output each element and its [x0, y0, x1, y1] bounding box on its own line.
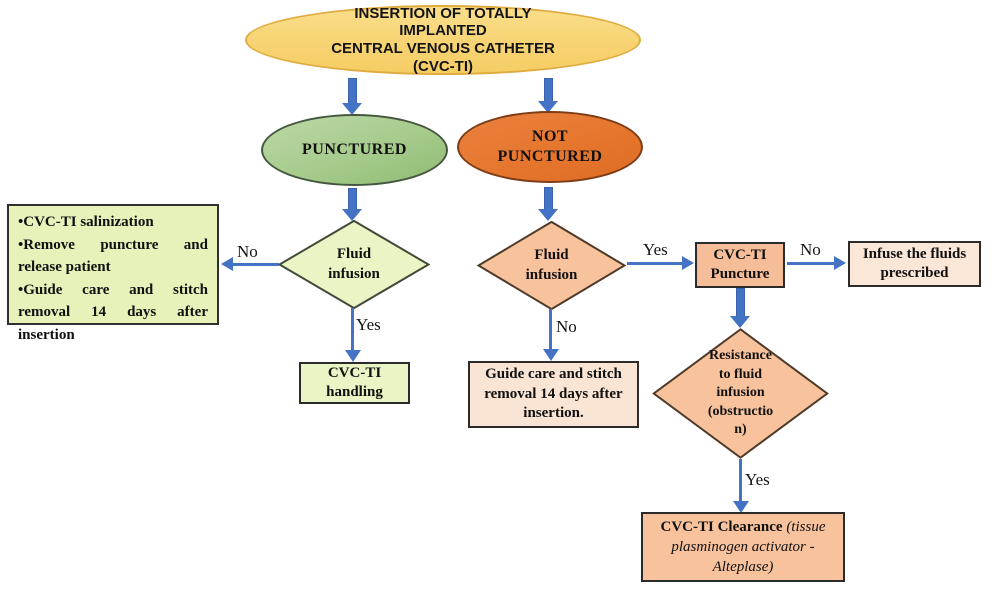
arrow-puncture-to-infuse — [787, 262, 836, 265]
edge-label-yes-resistance: Yes — [745, 470, 770, 489]
node-resistance: Resistance to fluid infusion (obstructio… — [652, 328, 829, 459]
node-infuse-fluids: Infuse the fluids prescribed — [848, 241, 981, 287]
diamond-shape — [278, 220, 430, 309]
handling-label: CVC-TI handling — [326, 364, 383, 401]
arrow-fluidleft-to-care — [232, 263, 279, 266]
node-title-ellipse: INSERTION OF TOTALLY IMPLANTED CENTRAL V… — [245, 5, 641, 75]
arrow-title-to-punctured — [349, 79, 356, 103]
arrowhead-notpunctured-to-fluid — [538, 209, 558, 221]
arrow-puncture-to-resistance — [737, 289, 744, 316]
edge-label-no-left: No — [237, 242, 258, 261]
not-punctured-label: NOT PUNCTURED — [497, 128, 603, 165]
title-text: INSERTION OF TOTALLY IMPLANTED CENTRAL V… — [331, 4, 555, 75]
arrowhead-fluidleft-to-care — [221, 257, 233, 271]
fluid-infusion-left-label: Fluid infusion — [328, 246, 380, 282]
node-not-punctured: NOT PUNCTURED — [457, 111, 643, 183]
edge-label-yes-left: Yes — [356, 315, 381, 334]
edge-label-no-right: No — [556, 317, 577, 336]
arrowhead-title-to-notpunctured — [538, 101, 558, 113]
node-punctured: PUNCTURED — [261, 114, 448, 186]
care-item: •Guide care and stitch removal 14 days a… — [18, 281, 208, 343]
clearance-bold-text: CVC-TI Clearance — [660, 518, 787, 535]
arrow-resistance-to-clearance — [739, 459, 742, 501]
node-cvcti-puncture: CVC-TI Puncture — [695, 242, 785, 288]
guide-care-label: Guide care and stitch removal 14 days af… — [484, 366, 623, 422]
arrowhead-fluidright-to-puncture — [682, 256, 694, 270]
arrowhead-title-to-punctured — [342, 103, 362, 115]
punctured-label: PUNCTURED — [302, 141, 407, 158]
arrow-notpunctured-to-fluid — [545, 188, 552, 209]
arrowhead-fluidright-to-guide — [543, 349, 559, 361]
arrow-punctured-to-fluid — [349, 189, 356, 209]
edge-label-no-puncture: No — [800, 240, 821, 259]
arrow-title-to-notpunctured — [545, 79, 552, 101]
infuse-label: Infuse the fluids prescribed — [862, 245, 967, 282]
resistance-label: Resistance to fluid infusion (obstructio… — [707, 348, 774, 438]
puncture-label: CVC-TI Puncture — [710, 246, 770, 283]
node-guide-care: Guide care and stitch removal 14 days af… — [468, 361, 639, 428]
fluid-infusion-right-label: Fluid infusion — [525, 247, 578, 283]
arrowhead-fluidleft-to-handling — [345, 350, 361, 362]
care-item: •CVC-TI salinization — [18, 214, 154, 230]
arrowhead-resistance-to-clearance — [733, 501, 749, 513]
arrowhead-puncture-to-resistance — [730, 316, 750, 328]
arrow-fluidright-to-puncture — [627, 262, 684, 265]
node-cvcti-clearance: CVC-TI Clearance (tissue plasminogen act… — [641, 512, 845, 582]
node-care-instructions: •CVC-TI salinization •Remove puncture an… — [7, 204, 219, 343]
node-fluid-infusion-right: Fluid infusion — [477, 221, 626, 310]
clearance-text: CVC-TI Clearance (tissue plasminogen act… — [651, 517, 835, 578]
diamond-shape — [652, 328, 829, 459]
node-fluid-infusion-left: Fluid infusion — [278, 220, 430, 309]
diamond-polygon — [654, 329, 827, 457]
arrowhead-puncture-to-infuse — [834, 256, 846, 270]
arrow-fluidright-to-guide — [549, 309, 552, 349]
care-item: •Remove puncture and release patient — [18, 236, 208, 276]
node-cvcti-handling: CVC-TI handling — [299, 362, 410, 404]
arrow-fluidleft-to-handling — [351, 308, 354, 350]
clearance-italic-text: (tissue plasminogen activator - Alteplas… — [671, 518, 826, 576]
arrowhead-punctured-to-fluid — [342, 209, 362, 221]
diamond-polygon — [280, 221, 429, 308]
edge-label-yes-right: Yes — [643, 240, 668, 259]
